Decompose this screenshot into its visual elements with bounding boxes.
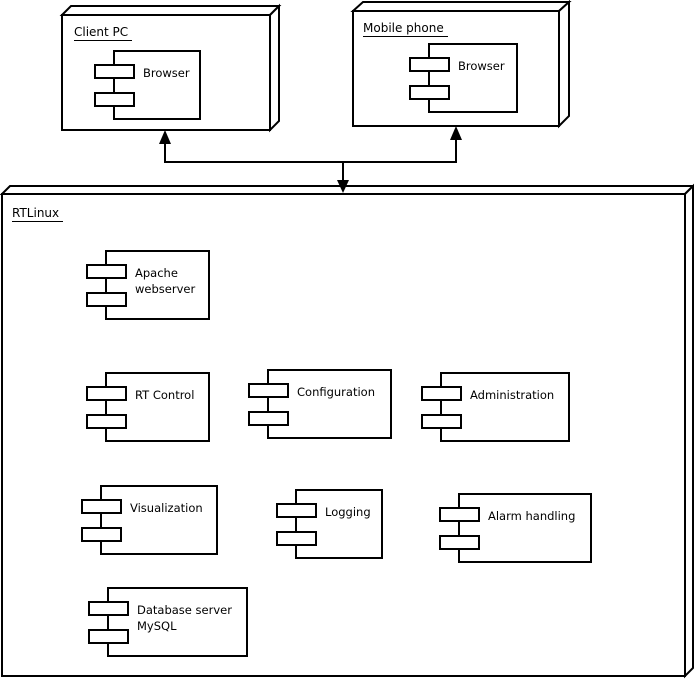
component-port-icon <box>409 57 450 72</box>
component-browser-mobile: Browser <box>409 43 518 113</box>
component-configuration: Configuration <box>248 369 392 439</box>
component-label: Browser <box>143 66 190 80</box>
component-port-icon <box>409 85 450 100</box>
component-label: RT Control <box>135 388 195 402</box>
component-port-icon <box>94 92 135 107</box>
component-rt-control: RT Control <box>86 372 210 442</box>
component-label: Database server MySQL <box>137 603 232 633</box>
arrowhead-to-rtlinux <box>337 180 349 193</box>
component-port-icon <box>439 535 480 550</box>
component-administration: Administration <box>421 372 570 442</box>
component-port-icon <box>81 499 122 514</box>
arrowhead-to-mobile-phone <box>450 126 462 140</box>
connector-lines <box>159 126 462 193</box>
component-label: Configuration <box>297 385 375 399</box>
arrowhead-to-client-pc <box>159 130 171 144</box>
component-port-icon <box>439 507 480 522</box>
component-port-icon <box>88 601 129 616</box>
component-browser-client: Browser <box>94 50 201 120</box>
component-port-icon <box>94 64 135 79</box>
component-port-icon <box>86 414 127 429</box>
component-port-icon <box>421 386 462 401</box>
component-label: Administration <box>470 388 555 402</box>
component-port-icon <box>421 414 462 429</box>
component-alarm-handling: Alarm handling <box>439 493 592 563</box>
component-port-icon <box>86 292 127 307</box>
node-title-client-pc: Client PC <box>74 25 133 41</box>
component-port-icon <box>276 503 317 518</box>
component-visualization: Visualization <box>81 485 218 555</box>
component-label: Logging <box>325 505 371 519</box>
component-port-icon <box>276 531 317 546</box>
component-port-icon <box>248 383 289 398</box>
component-label: Browser <box>458 59 505 73</box>
component-label: Alarm handling <box>488 509 576 523</box>
component-port-icon <box>86 264 127 279</box>
component-database-server: Database server MySQL <box>88 587 248 657</box>
component-port-icon <box>248 411 289 426</box>
component-label: Visualization <box>130 501 203 515</box>
component-port-icon <box>81 527 122 542</box>
component-port-icon <box>88 629 129 644</box>
component-label: Apache webserver <box>135 266 196 296</box>
node-title-rtlinux: RTLinux <box>12 206 64 222</box>
node-title-mobile-phone: Mobile phone <box>363 21 448 37</box>
component-apache-webserver: Apache webserver <box>86 250 210 320</box>
component-logging: Logging <box>276 489 383 559</box>
component-port-icon <box>86 386 127 401</box>
